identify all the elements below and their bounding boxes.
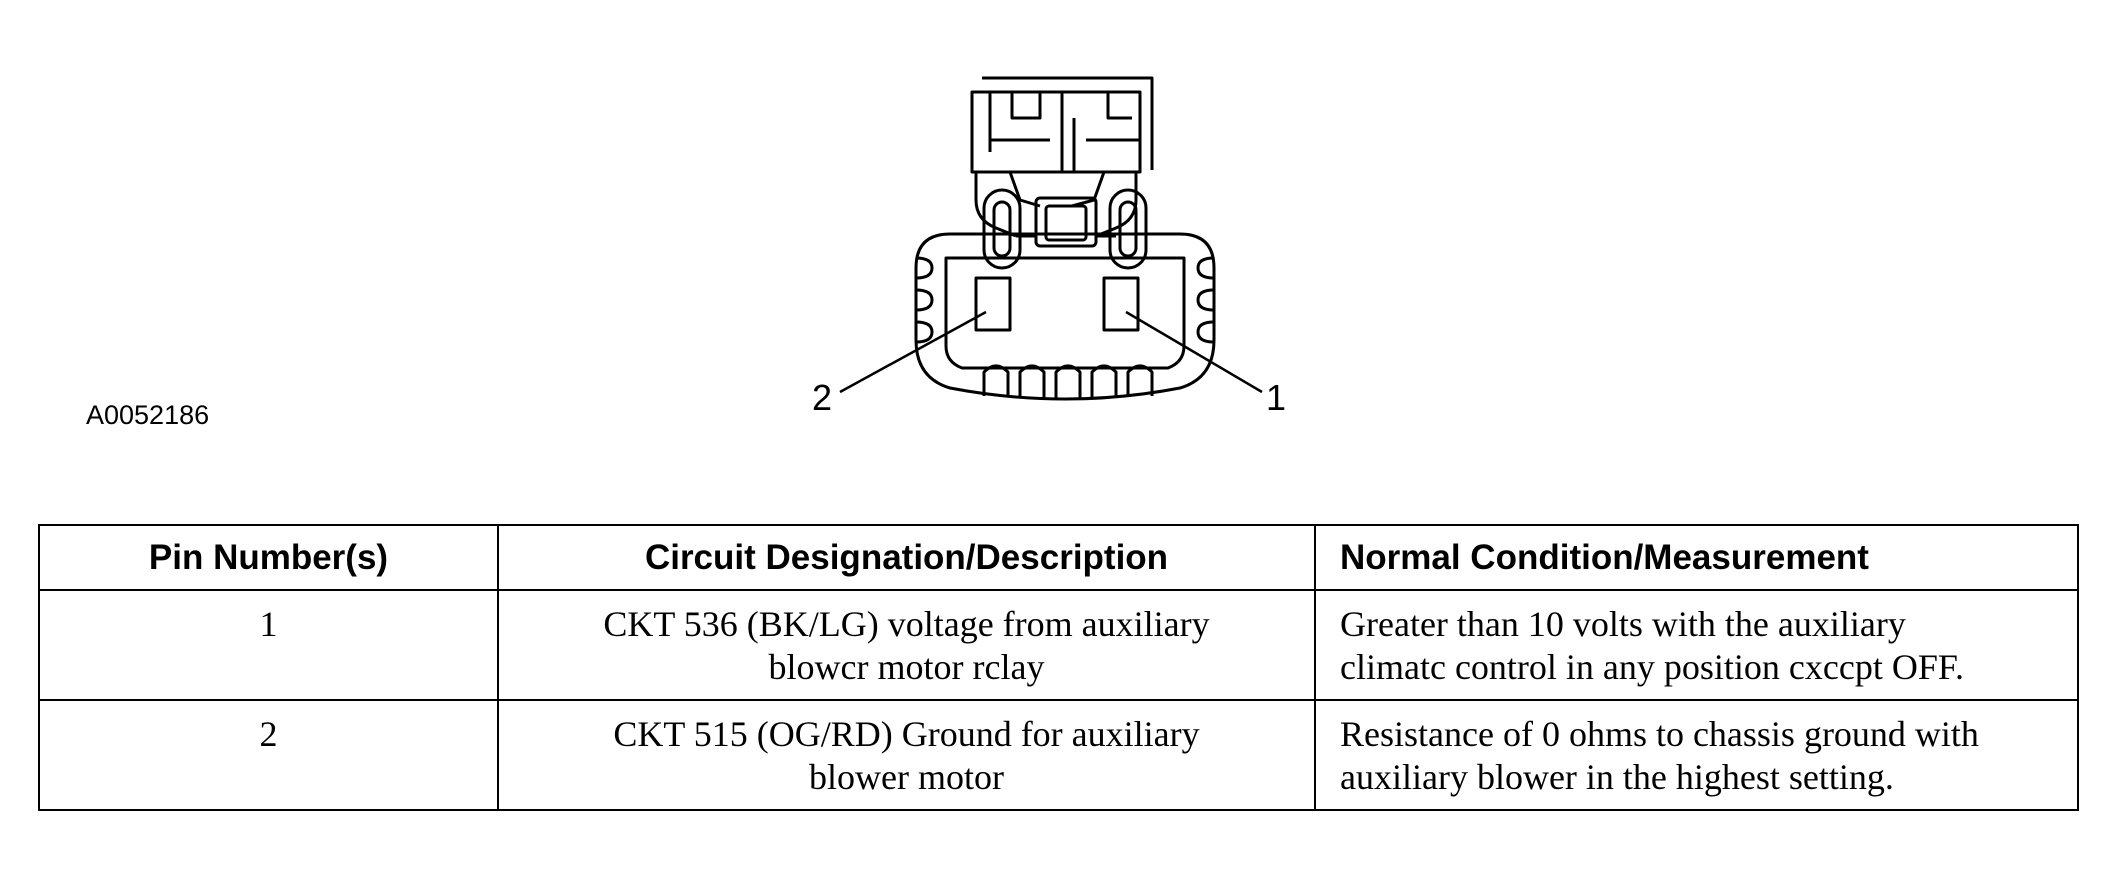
connector-diagram: 2 1 [812, 76, 1286, 418]
description-line: CKT 536 (BK/LG) voltage from auxiliary [603, 604, 1210, 644]
condition-line: auxiliary blower in the highest setting. [1340, 757, 1894, 797]
terminal-pin-2 [974, 276, 1012, 332]
condition-line: Greater than 10 volts with the auxiliary [1340, 604, 1906, 644]
pin-2-callout: 2 [812, 377, 832, 418]
figure-id: A0052186 [86, 400, 210, 430]
condition-line: climatc control in any position cxccpt O… [1340, 647, 1965, 687]
header-pin-numbers: Pin Number(s) [38, 524, 499, 591]
circuit-description-cell: CKT 536 (BK/LG) voltage from auxiliary b… [497, 589, 1316, 701]
pin-table: Pin Number(s) Circuit Designation/Descri… [38, 524, 2079, 811]
side-ribs [915, 256, 1215, 344]
description-line: blower motor [809, 757, 1004, 797]
terminal-pin-1 [1102, 276, 1140, 332]
table-header-row: Pin Number(s) Circuit Designation/Descri… [38, 524, 2079, 591]
connector-body [914, 232, 1216, 401]
condition-line: Resistance of 0 ohms to chassis ground w… [1340, 714, 1979, 754]
pin-1-callout: 1 [1266, 377, 1286, 418]
description-line: CKT 515 (OG/RD) Ground for auxiliary [613, 714, 1200, 754]
locking-tab [970, 76, 1154, 174]
table-row: 2 CKT 515 (OG/RD) Ground for auxiliary b… [38, 699, 2079, 811]
normal-condition-cell: Resistance of 0 ohms to chassis ground w… [1314, 699, 2079, 811]
bottom-ribs [982, 364, 1154, 400]
pin-number-cell: 2 [38, 699, 499, 811]
description-line: blowcr motor rclay [768, 647, 1045, 687]
leader-line-pin-2 [839, 310, 987, 394]
header-circuit-description: Circuit Designation/Description [497, 524, 1316, 591]
latch-arms [974, 171, 1138, 248]
lock-ovals [982, 188, 1148, 270]
normal-condition-cell: Greater than 10 volts with the auxiliary… [1314, 589, 2079, 701]
terminal-cavity [944, 256, 1186, 370]
pin-number-cell: 1 [38, 589, 499, 701]
leader-line-pin-1 [1125, 310, 1263, 394]
header-normal-condition: Normal Condition/Measurement [1314, 524, 2079, 591]
circuit-description-cell: CKT 515 (OG/RD) Ground for auxiliary blo… [497, 699, 1316, 811]
table-row: 1 CKT 536 (BK/LG) voltage from auxiliary… [38, 589, 2079, 701]
